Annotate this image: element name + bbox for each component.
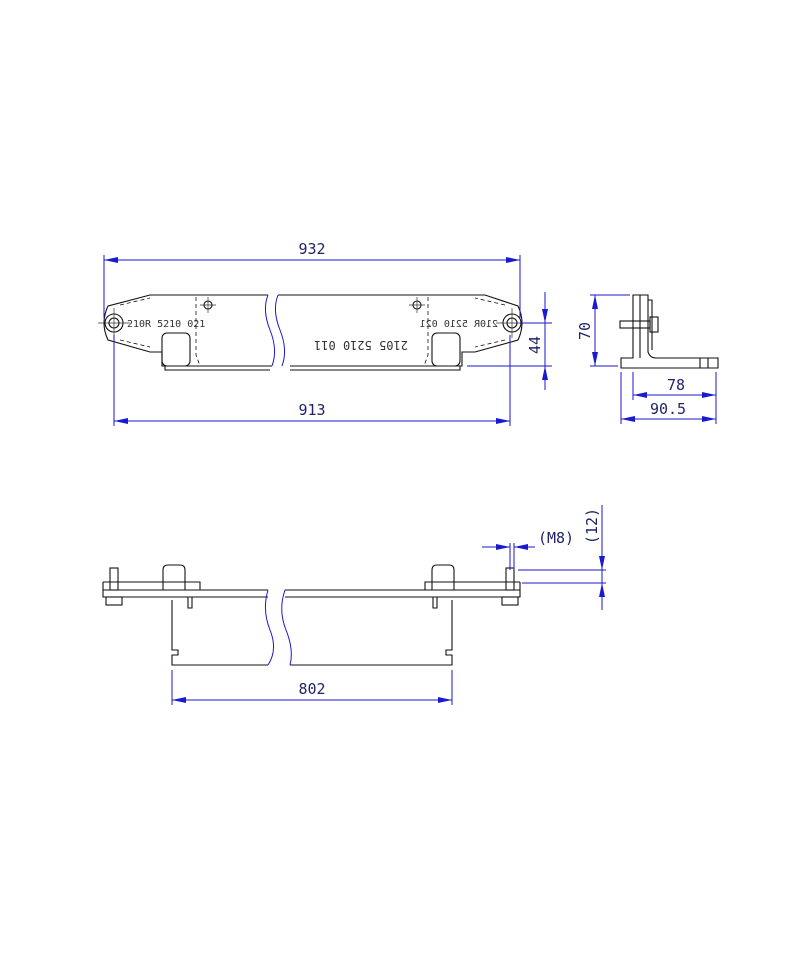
front-view xyxy=(102,564,521,666)
plate-edge xyxy=(164,366,461,371)
dim-802: 802 xyxy=(298,680,325,698)
marking-left: 210R 5210 021 xyxy=(127,319,205,330)
hole-centerlines xyxy=(98,308,535,338)
dim-m8: (M8) xyxy=(538,529,574,547)
dim-44: 44 xyxy=(526,336,544,354)
marking-right: 210R 5210 021 xyxy=(420,319,498,330)
plate-outline-right xyxy=(278,294,523,367)
dim-70: 70 xyxy=(576,322,594,340)
dim-12: (12) xyxy=(583,508,601,544)
foot-left xyxy=(161,332,191,367)
hidden-lines xyxy=(119,297,506,367)
dimensions-side: 70 78 90.5 xyxy=(576,294,717,424)
dim-932: 932 xyxy=(298,240,325,258)
side-view xyxy=(619,294,719,369)
break-line-top xyxy=(264,294,286,367)
marking-center: 2105 5210 011 xyxy=(314,338,408,352)
plate-outline-left xyxy=(103,294,272,367)
dimensions-front: (M8) (12) 802 xyxy=(171,505,606,705)
foot-right xyxy=(431,332,461,367)
dim-913: 913 xyxy=(298,401,325,419)
top-view: 210R 5210 021 210R 5210 021 2105 5210 01… xyxy=(98,294,535,371)
dim-90-5: 90.5 xyxy=(650,400,686,418)
dim-78: 78 xyxy=(667,376,685,394)
dimensions-top: 932 913 44 xyxy=(103,240,552,426)
